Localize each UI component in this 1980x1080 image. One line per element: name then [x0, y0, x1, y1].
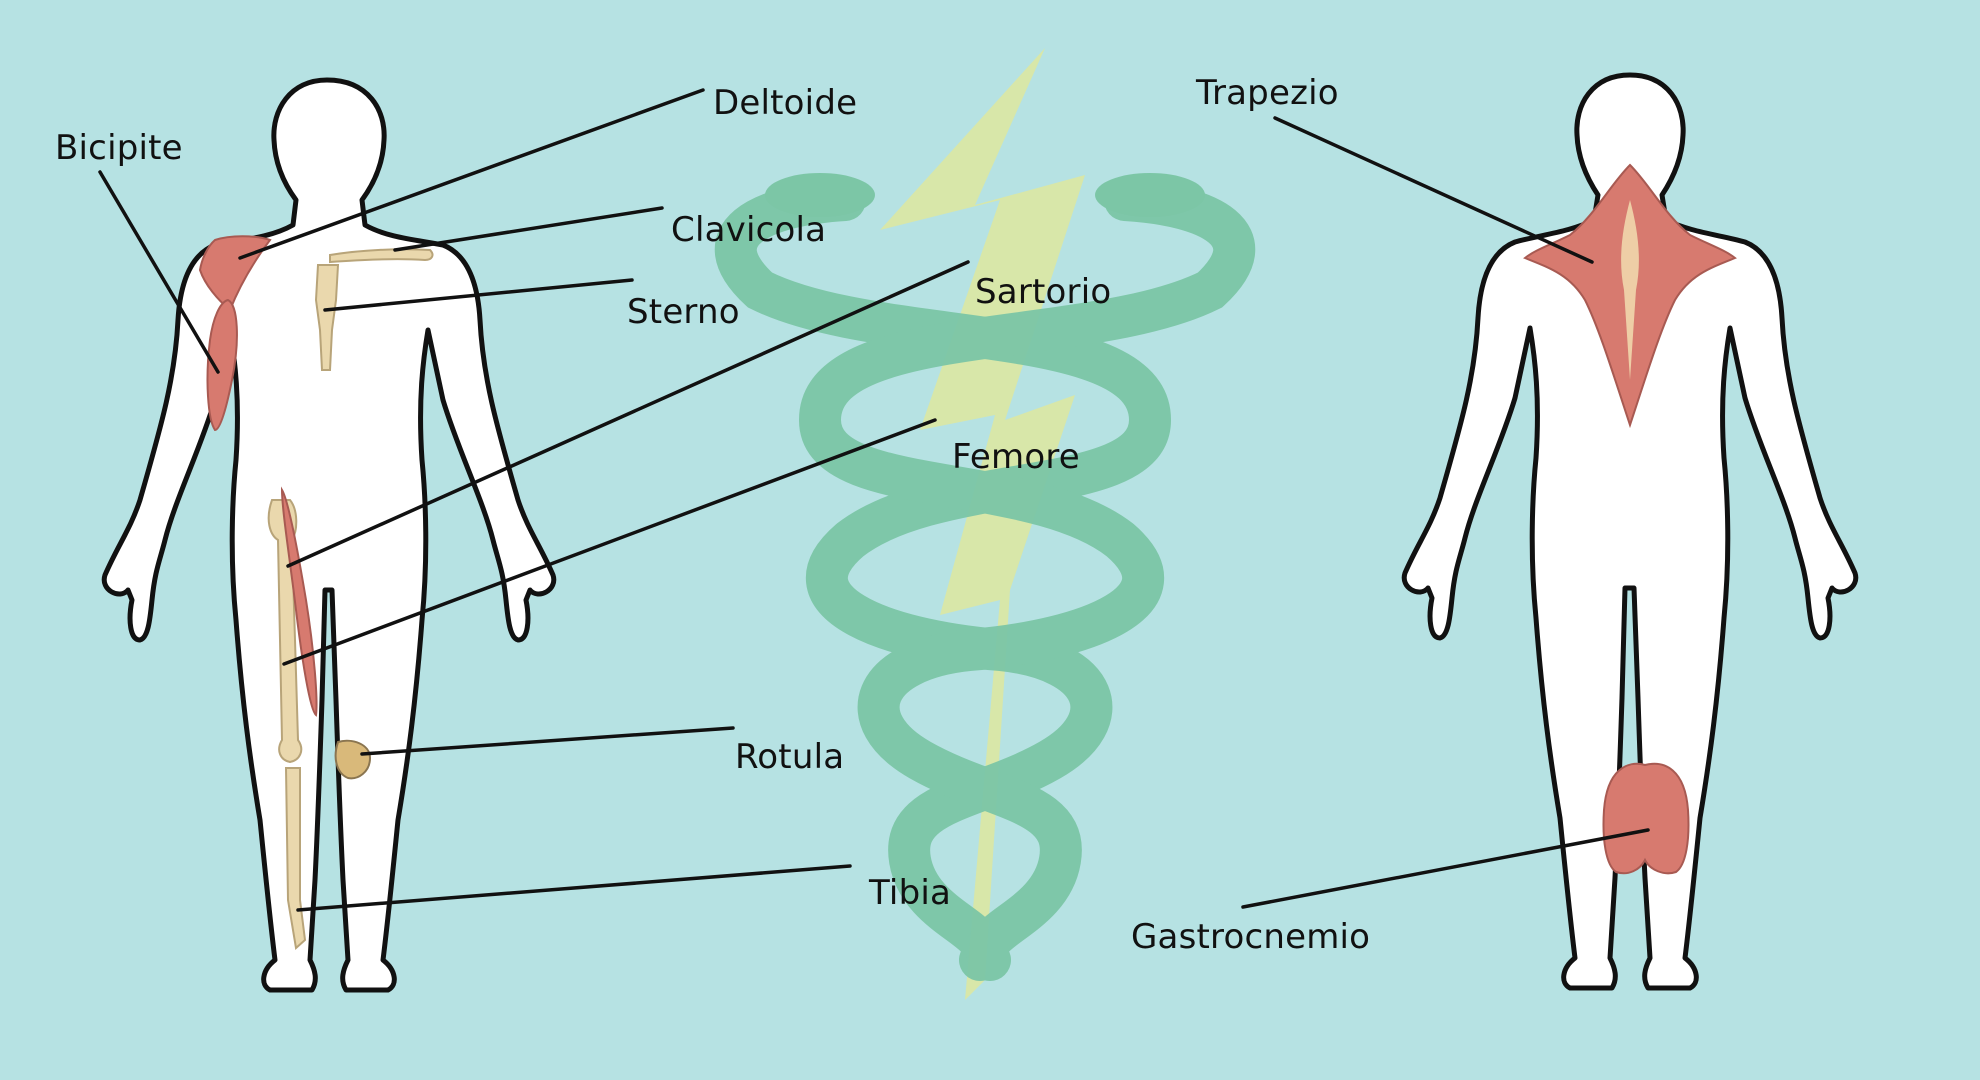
leader-trapezio [1273, 116, 1594, 264]
snake-head-left [765, 173, 875, 217]
leader-sterno [323, 278, 634, 312]
leader-sartorio [286, 260, 970, 568]
biceps-muscle [206, 298, 238, 432]
label-rotula: Rotula [735, 737, 845, 777]
front-body-figure [101, 77, 557, 993]
gastrocnemius-muscle [1602, 762, 1690, 875]
label-deltoide: Deltoide [713, 83, 858, 123]
femur-bone [267, 499, 303, 764]
label-tibia: Tibia [869, 873, 952, 913]
label-trapezio: Trapezio [1196, 73, 1339, 113]
label-gastrocnemio: Gastrocnemio [1131, 917, 1371, 957]
lightning-bolt [880, 48, 1085, 1000]
sternum-bone [314, 264, 340, 371]
back-body-figure [1401, 72, 1859, 991]
leader-femore [282, 418, 937, 666]
label-sterno: Sterno [627, 292, 740, 332]
caduceus-icon [715, 48, 1255, 1000]
trapezius-tendon [1621, 200, 1639, 380]
snake-head-right [1095, 173, 1205, 217]
label-bicipite: Bicipite [55, 128, 183, 168]
label-clavicola: Clavicola [671, 210, 827, 250]
clavicle-bone [329, 248, 434, 264]
tibia-bone [284, 767, 307, 950]
label-femore: Femore [952, 437, 1080, 477]
patella-bone [334, 739, 372, 780]
leader-bicipite [98, 170, 220, 374]
label-sartorio: Sartorio [975, 272, 1112, 312]
leader-rotula [360, 726, 735, 756]
leader-lines [98, 88, 1650, 912]
leader-tibia [296, 864, 852, 912]
leader-clavicola [393, 206, 664, 252]
leader-deltoide [238, 88, 705, 260]
leader-gastrocnemio [1241, 828, 1650, 909]
